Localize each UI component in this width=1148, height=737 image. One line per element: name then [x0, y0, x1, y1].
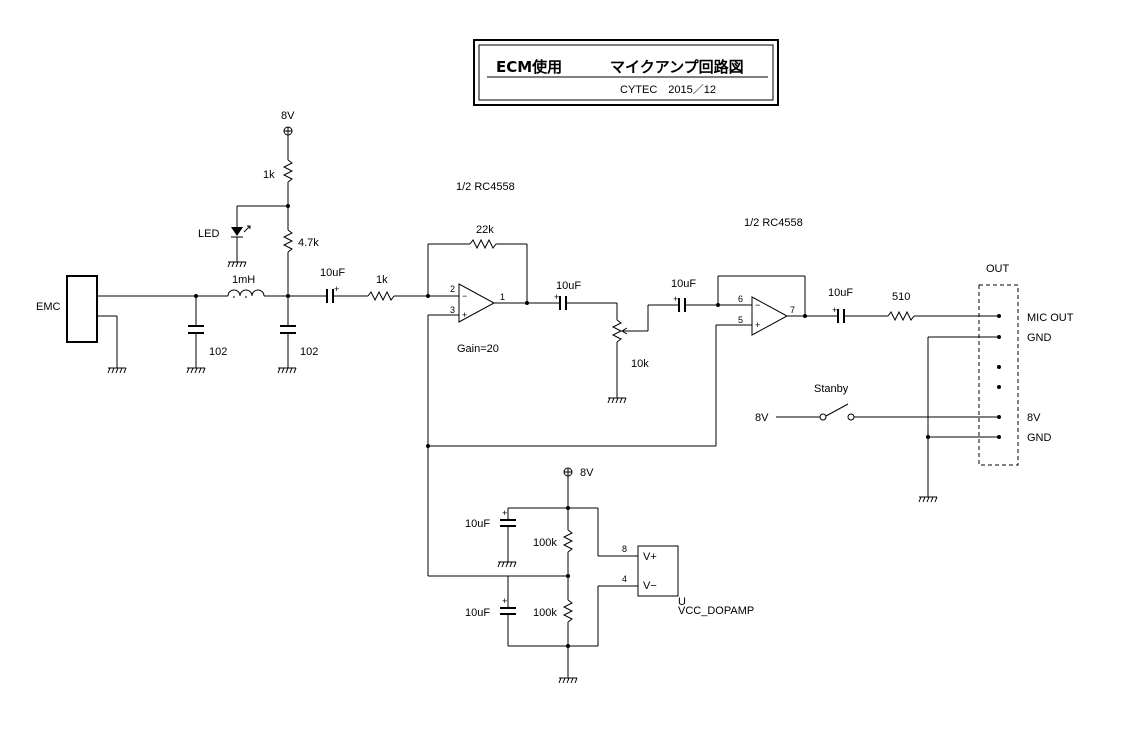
- svg-text:+: +: [334, 284, 339, 294]
- capacitor-102-b: 102: [280, 296, 318, 368]
- r1k-top-label: 1k: [263, 169, 275, 181]
- resistor-22k: 22k: [427, 224, 528, 303]
- output-connector: OUT MIC OUT GND 8V GND: [926, 263, 1074, 497]
- r510-label: 510: [892, 291, 910, 303]
- v8-switch-label: 8V: [755, 412, 769, 424]
- op1-plus: +: [462, 310, 467, 320]
- ground-icon: [607, 397, 627, 404]
- opamp-1: 1/2 RC4558 − + 2 3 1 Gain=20: [428, 181, 527, 355]
- c102a-label: 102: [209, 346, 227, 358]
- ground-icon: [107, 367, 127, 374]
- gnd2-label: GND: [1027, 432, 1052, 444]
- ground-icon: [186, 367, 206, 374]
- op1-pin2: 2: [450, 284, 455, 294]
- gnd1-label: GND: [1027, 332, 1052, 344]
- r100k-a-label: 100k: [533, 537, 557, 549]
- resistor-4k7: 4.7k: [282, 206, 319, 296]
- potentiometer-10k: 10k: [611, 303, 649, 398]
- emc-microphone: EMC: [36, 275, 196, 368]
- opamp-2: 1/2 RC4558 − + 6 5 7: [715, 217, 838, 446]
- coupling-cap-1: + 10uF: [288, 267, 368, 303]
- coupling-cap-2: + 10uF: [527, 280, 617, 310]
- vminus-label: V−: [643, 580, 657, 592]
- supply-8v-top: 8V 1k: [263, 110, 295, 206]
- title-heading-right: マイクアンプ回路図: [610, 58, 744, 76]
- op1-pin1: 1: [500, 292, 505, 302]
- svg-text:+: +: [832, 305, 837, 315]
- op1-minus: −: [462, 291, 467, 301]
- junction-dots: [194, 204, 807, 318]
- title-block: ECM使用 マイクアンプ回路図 CYTEC 2015／12: [473, 39, 779, 106]
- emc-label: EMC: [36, 301, 61, 313]
- title-sub: CYTEC 2015／12: [620, 83, 716, 96]
- wiper-arrow-icon: [621, 327, 628, 335]
- resistor-510: 510: [887, 291, 999, 322]
- out-label: OUT: [986, 263, 1010, 275]
- v8-top-label: 8V: [281, 110, 295, 122]
- resistor-1k-input: 1k: [367, 274, 449, 302]
- svg-text:+: +: [502, 596, 507, 606]
- v8-supply-label: 8V: [580, 467, 594, 479]
- op2-pin7: 7: [790, 305, 795, 315]
- vcc-u-label: U: [678, 596, 686, 608]
- stanby-label: Stanby: [814, 383, 849, 395]
- svg-text:+: +: [554, 292, 559, 302]
- inductor-1mh: 1mH: [196, 274, 288, 299]
- c10uf1-label: 10uF: [320, 267, 345, 279]
- v8-out-label: 8V: [1027, 412, 1041, 424]
- c10uf5-label: 10uF: [465, 518, 490, 530]
- op1-pin3: 3: [450, 305, 455, 315]
- ground-icon: [277, 367, 297, 374]
- r1k-in-label: 1k: [376, 274, 388, 286]
- op2-pin5: 5: [738, 315, 743, 325]
- opamp2-title: 1/2 RC4558: [744, 217, 803, 229]
- op2-plus: +: [755, 320, 760, 330]
- ground-icon: [227, 261, 247, 268]
- led-arrow-icon: [243, 225, 251, 233]
- c10uf3-label: 10uF: [671, 278, 696, 290]
- standby-switch: 8V Stanby: [755, 383, 999, 424]
- vplus-label: V+: [643, 551, 657, 563]
- svg-text:+: +: [502, 508, 507, 518]
- mic-out-label: MIC OUT: [1027, 312, 1074, 324]
- vcc-opamp-block: V+ V− 8 4 U VCC_DOPAMP: [622, 544, 754, 617]
- c10uf6-label: 10uF: [465, 607, 490, 619]
- pin8-label: 8: [622, 544, 627, 554]
- ground-icon: [558, 677, 578, 684]
- c10uf4-label: 10uF: [828, 287, 853, 299]
- ground-icon: [497, 561, 517, 568]
- bypass-cap-6: + 10uF: [465, 576, 516, 646]
- opamp1-title: 1/2 RC4558: [456, 181, 515, 193]
- coupling-cap-4: + 10uF: [828, 287, 888, 323]
- led-label: LED: [198, 228, 219, 240]
- ground-symbols: [107, 261, 938, 684]
- c10uf2-label: 10uF: [556, 280, 581, 292]
- pot-label: 10k: [631, 358, 649, 370]
- coupling-cap-3: + 10uF: [647, 278, 718, 331]
- inductor-label: 1mH: [232, 274, 255, 286]
- ground-icon: [918, 496, 938, 503]
- svg-text:+: +: [673, 294, 678, 304]
- vcc-name-label: VCC_DOPAMP: [678, 605, 754, 617]
- led: LED: [198, 205, 288, 262]
- r100k-b-label: 100k: [533, 607, 557, 619]
- supply-8v-lower: 8V 100k 100k: [508, 467, 638, 678]
- op2-minus: −: [755, 300, 760, 310]
- c102b-label: 102: [300, 346, 318, 358]
- capacitor-102-a: 102: [188, 296, 227, 368]
- title-heading-left: ECM使用: [496, 58, 562, 76]
- r4k7-label: 4.7k: [298, 237, 319, 249]
- op2-pin6: 6: [738, 294, 743, 304]
- pin4-label: 4: [622, 574, 627, 584]
- bypass-cap-5: + 10uF: [465, 508, 516, 562]
- r22k-label: 22k: [476, 224, 494, 236]
- gain-label: Gain=20: [457, 343, 499, 355]
